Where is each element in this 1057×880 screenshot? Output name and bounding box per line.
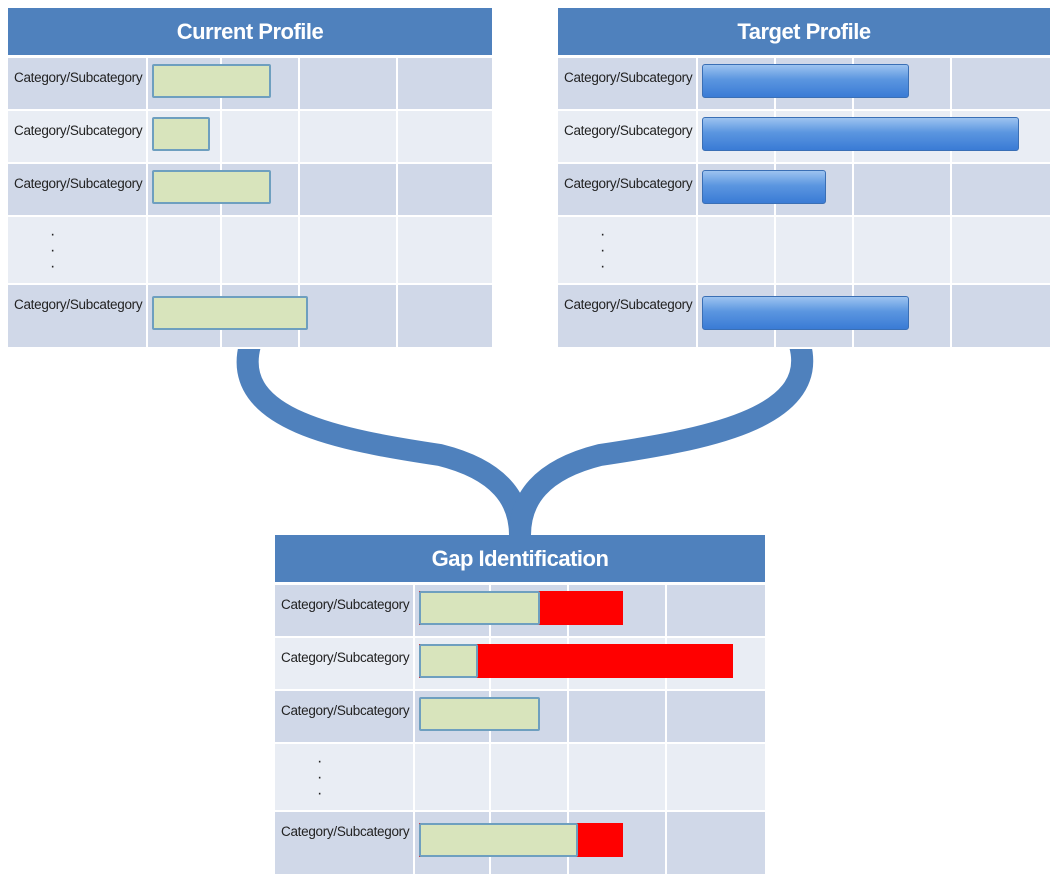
gridline [298, 164, 300, 215]
row-label: Category/Subcategory [564, 297, 693, 312]
current-bar [419, 591, 540, 625]
gridline [774, 217, 776, 283]
table-row: Category/Subcategory [558, 58, 1050, 111]
label-separator [146, 217, 148, 283]
label-separator [696, 217, 698, 283]
row-label: Category/Subcategory [14, 123, 143, 138]
gridline [567, 744, 569, 810]
table-row: Category/Subcategory [275, 585, 765, 638]
gridline [220, 111, 222, 162]
ellipsis-marker: ··· [317, 753, 323, 802]
table-row: Category/Subcategory [558, 164, 1050, 217]
target-bar [702, 296, 909, 330]
label-separator [696, 285, 698, 347]
current-bar [419, 644, 478, 678]
gridline [396, 58, 398, 109]
connector-left-curve [236, 334, 531, 546]
gap-identification-title: Gap Identification [275, 535, 765, 585]
row-label: Category/Subcategory [281, 650, 410, 665]
gridline [665, 744, 667, 810]
table-row: ··· [8, 217, 492, 285]
row-label: Category/Subcategory [14, 70, 143, 85]
gridline [396, 164, 398, 215]
table-row: Category/Subcategory [8, 164, 492, 217]
table-row: Category/Subcategory [8, 58, 492, 111]
row-label: Category/Subcategory [281, 597, 410, 612]
table-row: Category/Subcategory [558, 111, 1050, 164]
current-bar [152, 117, 210, 151]
table-row: Category/Subcategory [275, 691, 765, 744]
table-row: Category/Subcategory [275, 638, 765, 691]
target-profile-title: Target Profile [558, 8, 1050, 58]
target-bar [702, 117, 1019, 151]
row-label: Category/Subcategory [281, 824, 410, 839]
label-separator [146, 285, 148, 347]
connector-right-curve [509, 334, 814, 546]
target-bar [702, 170, 826, 204]
label-separator [413, 691, 415, 742]
label-separator [696, 111, 698, 162]
gridline [298, 58, 300, 109]
current-bar [152, 64, 271, 98]
label-separator [413, 812, 415, 874]
row-label: Category/Subcategory [14, 176, 143, 191]
table-row: ··· [275, 744, 765, 812]
table-row: Category/Subcategory [8, 111, 492, 164]
gridline [852, 164, 854, 215]
gridline [298, 111, 300, 162]
row-label: Category/Subcategory [281, 703, 410, 718]
gridline [950, 164, 952, 215]
current-bar [419, 823, 578, 857]
label-separator [413, 638, 415, 689]
label-separator [146, 58, 148, 109]
gridline [567, 691, 569, 742]
gridline [396, 285, 398, 347]
gridline [950, 217, 952, 283]
label-separator [146, 111, 148, 162]
gridline [396, 111, 398, 162]
label-separator [696, 58, 698, 109]
gridline [396, 217, 398, 283]
gridline [489, 744, 491, 810]
table-row: Category/Subcategory [8, 285, 492, 349]
gridline [950, 58, 952, 109]
ellipsis-marker: ··· [600, 226, 606, 275]
table-row: Category/Subcategory [275, 812, 765, 876]
current-bar [419, 697, 540, 731]
gridline [950, 285, 952, 347]
table-row: Category/Subcategory [558, 285, 1050, 349]
row-label: Category/Subcategory [564, 123, 693, 138]
label-separator [413, 585, 415, 636]
ellipsis-marker: ··· [50, 226, 56, 275]
row-label: Category/Subcategory [564, 70, 693, 85]
label-separator [696, 164, 698, 215]
gridline [852, 217, 854, 283]
row-label: Category/Subcategory [14, 297, 143, 312]
current-bar [152, 296, 308, 330]
gridline [665, 691, 667, 742]
label-separator [146, 164, 148, 215]
table-row: ··· [558, 217, 1050, 285]
gridline [665, 812, 667, 874]
row-label: Category/Subcategory [564, 176, 693, 191]
current-profile-title: Current Profile [8, 8, 492, 58]
label-separator [413, 744, 415, 810]
target-bar [702, 64, 909, 98]
current-bar [152, 170, 271, 204]
gridline [665, 585, 667, 636]
gridline [220, 217, 222, 283]
gridline [298, 217, 300, 283]
